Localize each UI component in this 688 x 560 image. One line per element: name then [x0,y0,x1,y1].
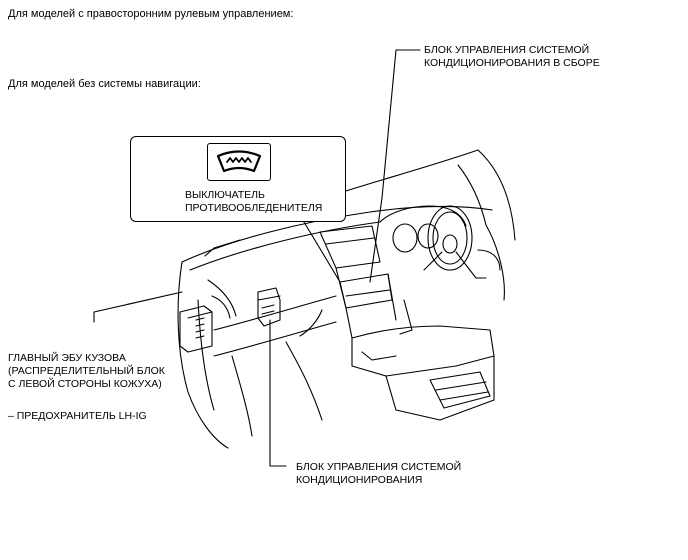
rear-vent [429,371,491,409]
deicer-switch-button [207,143,271,181]
windshield-deicer-icon [216,150,262,173]
dash-left-end [177,261,229,449]
fuse-label: – ПРЕДОХРАНИТЕЛЬ LH-IG [8,410,147,422]
main-body-ecu-shape [179,305,213,353]
leader-ac-assembly [369,49,421,283]
rhd-models-heading: Для моделей с правосторонним рулевым упр… [8,8,294,20]
deicer-switch-label-line-2: ПРОТИВООБЛЕДЕНИТЕЛЯ [185,202,323,214]
steering-wheel [427,205,473,271]
glove-box-top [213,295,337,331]
leader-ac-ecu [269,319,287,467]
gauge-left [392,223,418,253]
center-console [351,325,495,377]
glove-box-edge [285,341,323,421]
a-pillar [477,149,516,241]
no-navigation-heading: Для моделей без системы навигации: [8,78,201,90]
main-body-ecu-label-line-2: (РАСПРЕДЕЛИТЕЛЬНЫЙ БЛОК [8,365,165,377]
ac-ecu-label-line-2: КОНДИЦИОНИРОВАНИЯ [296,474,423,486]
ac-assembly-label-line-1: БЛОК УПРАВЛЕНИЯ СИСТЕМОЙ [424,44,590,56]
center-display [319,225,381,269]
main-body-ecu-label-line-3: С ЛЕВОЙ СТОРОНЫ КОЖУХА) [8,378,162,390]
ac-ecu-label-line-1: БЛОК УПРАВЛЕНИЯ СИСТЕМОЙ [296,461,462,473]
ac-assembly-label-line-2: КОНДИЦИОНИРОВАНИЯ В СБОРЕ [424,57,600,69]
deicer-switch-callout: ВЫКЛЮЧАТЕЛЬ ПРОТИВООБЛЕДЕНИТЕЛЯ [130,136,346,222]
ac-ecu-shape [257,287,281,327]
deicer-switch-label-line-1: ВЫКЛЮЧАТЕЛЬ [185,189,265,201]
leader-deicer [303,221,341,283]
leader-main-ecu [93,291,183,323]
main-body-ecu-label-line-1: ГЛАВНЫЙ ЭБУ КУЗОВА [8,352,126,364]
